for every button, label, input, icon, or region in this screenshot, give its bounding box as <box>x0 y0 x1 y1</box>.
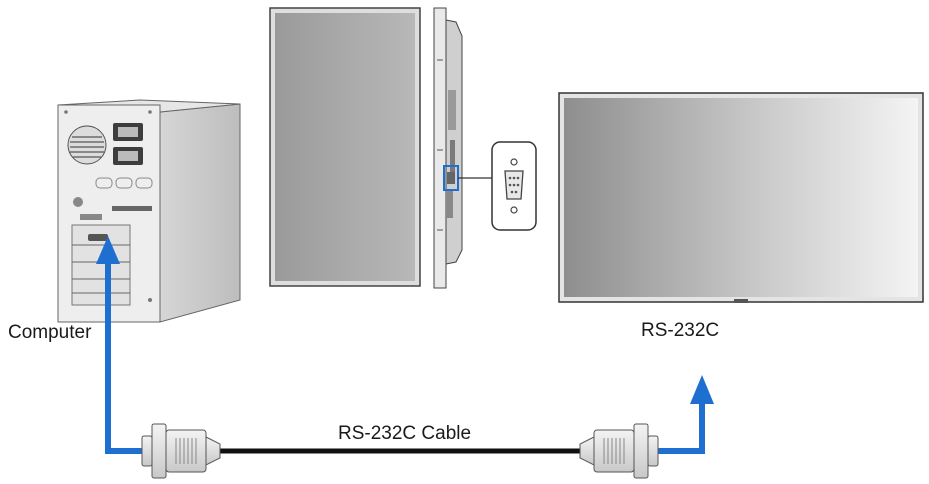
arrow-to-computer <box>96 236 148 454</box>
large-display-icon <box>558 92 924 303</box>
cable-label: RS-232C Cable <box>338 423 472 444</box>
display-port-label: RS-232C <box>641 320 720 341</box>
monitor-front-icon <box>269 7 421 287</box>
tower-pc-icon <box>57 99 241 323</box>
computer-label: Computer <box>8 322 92 343</box>
db9-port-callout-icon <box>491 141 537 231</box>
arrow-to-display <box>650 375 714 454</box>
db9-connector-icon <box>141 423 221 479</box>
monitor-side-icon <box>433 7 492 289</box>
db9-connector-icon <box>579 423 659 479</box>
